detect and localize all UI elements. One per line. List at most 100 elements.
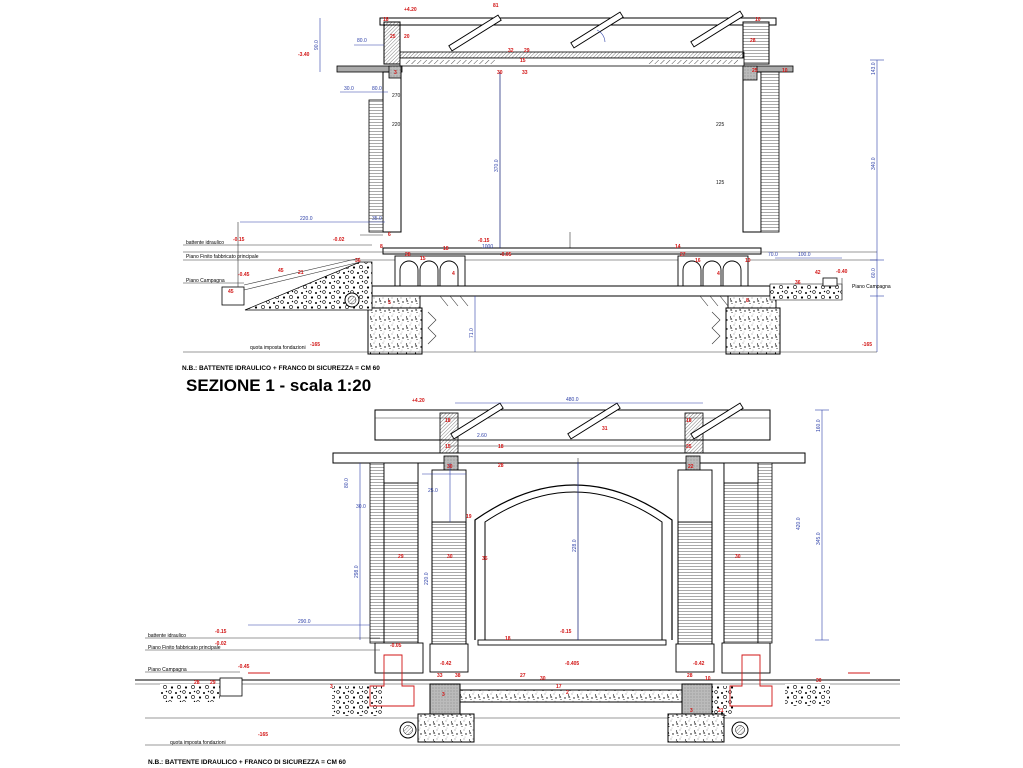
svg-text:30: 30: [816, 678, 822, 684]
s2-dim-30: 30.0: [356, 504, 366, 510]
svg-text:25: 25: [686, 444, 692, 450]
dim-370-vert: 370.0: [494, 159, 500, 172]
s2-elev-e8: -0.15: [560, 629, 572, 635]
elev-battente: -0.15: [233, 237, 245, 243]
svg-text:35: 35: [482, 556, 488, 562]
svg-text:30: 30: [497, 70, 503, 76]
svg-text:5: 5: [388, 300, 391, 306]
svg-text:32: 32: [508, 48, 514, 54]
s2-elev-fond: -165: [258, 732, 268, 738]
svg-text:31: 31: [602, 426, 608, 432]
dimension-lines-s1: [183, 18, 884, 353]
svg-text:18: 18: [686, 418, 692, 424]
s2-dim-290: 290.0: [298, 619, 311, 625]
s2-label-battente: battente idraulico: [148, 633, 186, 639]
s2-dim-420: 420.0: [796, 517, 802, 530]
s2-column-outer-left: [369, 462, 385, 644]
footing-left: [371, 295, 421, 309]
s2-elev-top: +4.20: [412, 398, 425, 404]
elev-fond-right: -165: [862, 342, 872, 348]
s2-arch: [474, 484, 673, 640]
svg-text:36: 36: [795, 280, 801, 286]
svg-text:3: 3: [442, 692, 445, 698]
svg-text:19: 19: [466, 514, 472, 520]
svg-text:30: 30: [540, 676, 546, 682]
left-outer-wall: [368, 99, 384, 233]
label-quota-fondazioni: quota imposta fondazioni: [250, 345, 306, 351]
note-s2: N.B.: BATTENTE IDRAULICO + FRANCO DI SIC…: [148, 759, 346, 766]
svg-text:21: 21: [298, 270, 304, 276]
dim-35: 35.0: [372, 216, 382, 222]
svg-text:17: 17: [556, 684, 562, 690]
elev-r2: -0.05: [500, 252, 512, 258]
footing-right: [727, 295, 777, 309]
svg-text:15: 15: [420, 256, 426, 262]
elev-r3: -0.40: [836, 269, 848, 275]
svg-text:28: 28: [498, 463, 504, 469]
svg-text:30: 30: [735, 554, 741, 560]
roof-slab: [399, 51, 745, 59]
s2-footing-right: [681, 683, 713, 715]
floor-slab: [382, 247, 762, 255]
plinth-left: [367, 307, 423, 355]
svg-text:10: 10: [705, 676, 711, 682]
svg-text:36: 36: [355, 258, 361, 264]
dim-220-ramp: 220.0: [300, 216, 313, 222]
s2-gravel-left: [160, 684, 220, 702]
label-piano-finito: Piano Finito fabbricato principale: [186, 254, 259, 260]
s2-label-piano-finito: Piano Finito fabbricato principale: [148, 645, 221, 651]
svg-text:33: 33: [522, 70, 528, 76]
svg-text:14: 14: [675, 244, 681, 250]
svg-text:20: 20: [404, 34, 410, 40]
svg-text:4: 4: [717, 271, 720, 277]
svg-text:3: 3: [330, 684, 333, 690]
dim-80-left: 80.0: [357, 38, 367, 44]
s2-gravel-right: [785, 684, 830, 706]
s2-dim-220: 220.0: [424, 572, 430, 585]
louvres: [448, 10, 744, 52]
roof-membrane: [405, 60, 495, 64]
left-parapet: [383, 21, 401, 65]
s2-elev-e1: -0.15: [215, 629, 227, 635]
svg-text:25: 25: [390, 34, 396, 40]
svg-text:22: 22: [688, 464, 694, 470]
s2-elev-e6: -0.42: [693, 661, 705, 667]
s2-label-quota-fondazioni: quota imposta fondazioni: [170, 740, 226, 746]
elev-top: +4.20: [404, 7, 417, 13]
dim-1000: 1000: [482, 244, 493, 250]
svg-text:10: 10: [755, 17, 761, 23]
svg-text:30: 30: [447, 554, 453, 560]
svg-text:28: 28: [194, 680, 200, 686]
s2-gravel-mid-left: [332, 686, 382, 716]
s2-dim-298: 298.0: [354, 565, 360, 578]
s2-column-inner-left: [431, 521, 467, 645]
label-piano-campagna-left: Piano Campagna: [186, 278, 225, 284]
igloo-crawlspace-left: [394, 255, 466, 287]
dim-80-b: 80.0: [372, 86, 382, 92]
label-battente: battente idraulico: [186, 240, 224, 246]
svg-text:29: 29: [210, 680, 216, 686]
roof-beam-top: [379, 17, 777, 26]
svg-text:27: 27: [680, 252, 686, 258]
svg-text:29: 29: [524, 48, 530, 54]
svg-text:18: 18: [498, 444, 504, 450]
s2-dim-80: 80.0: [344, 478, 350, 488]
svg-text:18: 18: [445, 418, 451, 424]
svg-text:45: 45: [228, 289, 234, 295]
plinth-right: [725, 307, 781, 355]
svg-text:30: 30: [447, 464, 453, 470]
s2-elev-e2: -0.02: [215, 641, 227, 647]
label-piano-campagna-right: Piano Campagna: [852, 284, 891, 290]
s2-column-inner-right: [677, 521, 713, 645]
s2-elev-e5: -0.405: [565, 661, 579, 667]
svg-text:29: 29: [398, 554, 404, 560]
s2-column-outer-right: [757, 462, 773, 644]
dim-90-vert: 90.0: [314, 40, 320, 50]
section-1: 80.0 30.0 80.0 270 220 225 125 220.0 35.…: [182, 3, 891, 395]
dim-143-vert: 143.0: [871, 62, 877, 75]
svg-text:38: 38: [455, 673, 461, 679]
svg-text:18: 18: [383, 17, 389, 23]
right-wall: [742, 71, 762, 233]
svg-text:2: 2: [566, 690, 569, 696]
